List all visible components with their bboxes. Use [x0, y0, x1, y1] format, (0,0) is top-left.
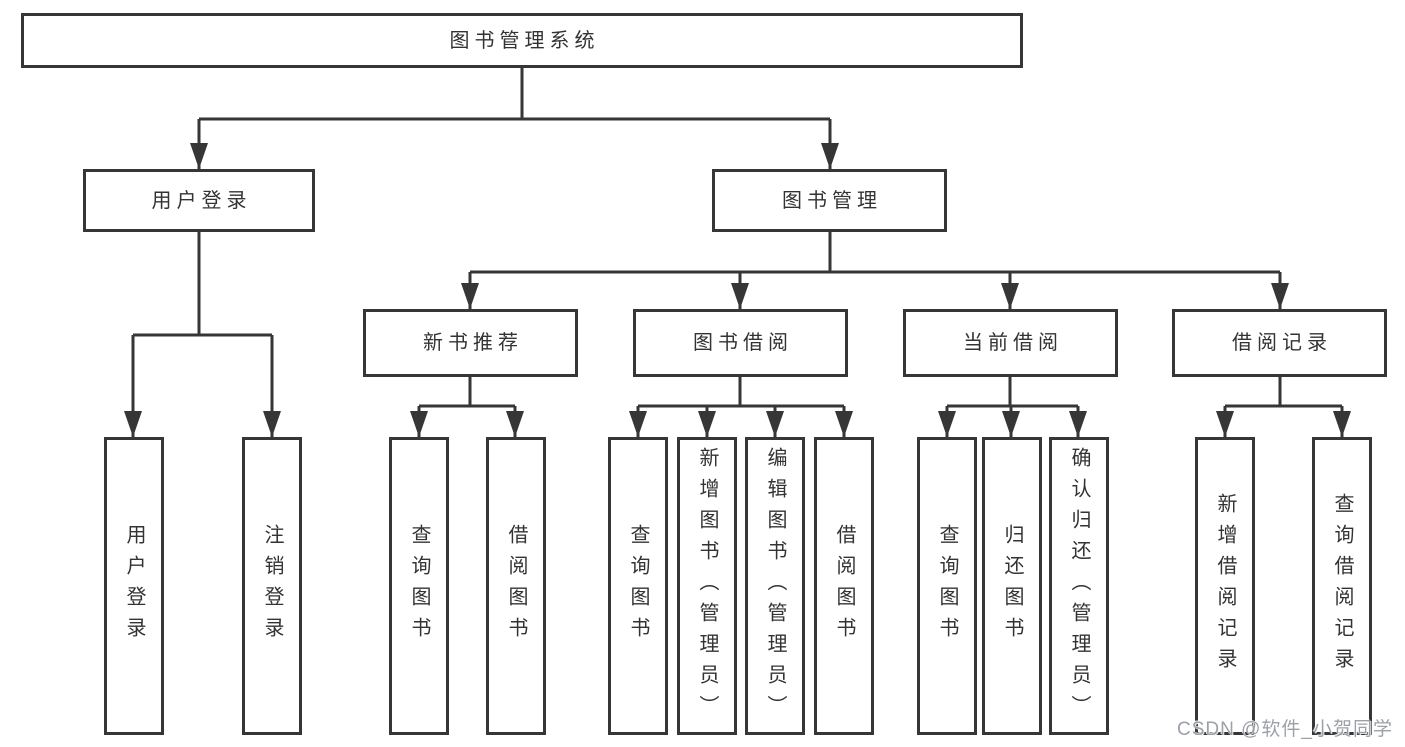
leaf-cb-query-books: 查询图书 — [917, 437, 977, 735]
leaf-cb-return-books-label: 归还图书 — [1001, 524, 1023, 648]
node-book-management: 图书管理 — [712, 169, 947, 232]
arrowhead — [629, 411, 647, 437]
arrowhead — [410, 411, 428, 437]
node-borrow-records: 借阅记录 — [1172, 309, 1387, 377]
arrowhead — [124, 411, 142, 437]
leaf-logout-label: 注销登录 — [261, 524, 283, 648]
arrowhead — [1069, 411, 1087, 437]
leaf-bb-query-books-label: 查询图书 — [627, 524, 649, 648]
leaf-bb-add-books-label: 新增图书（管理员） — [696, 446, 718, 726]
node-new-book-recommend: 新书推荐 — [363, 309, 578, 377]
leaf-rec-query-books-label: 查询图书 — [408, 524, 430, 648]
leaf-user-login-label: 用户登录 — [123, 524, 145, 648]
arrowhead — [263, 411, 281, 437]
leaf-rec-borrow-books: 借阅图书 — [486, 437, 546, 735]
node-root-label: 图书管理系统 — [449, 29, 600, 52]
arrowhead — [698, 411, 716, 437]
node-book-borrow: 图书借阅 — [633, 309, 848, 377]
leaf-logout: 注销登录 — [242, 437, 302, 735]
arrowhead — [938, 411, 956, 437]
leaf-bb-edit-books-label: 编辑图书（管理员） — [764, 446, 786, 726]
node-current-borrow-label: 当前借阅 — [963, 332, 1063, 354]
node-current-borrow: 当前借阅 — [903, 309, 1118, 377]
leaf-bb-query-books: 查询图书 — [608, 437, 668, 735]
arrowhead — [1002, 411, 1020, 437]
arrowhead — [835, 411, 853, 437]
arrowhead — [1271, 283, 1289, 309]
leaf-bb-borrow-books: 借阅图书 — [814, 437, 874, 735]
leaf-cb-confirm-return: 确认归还（管理员） — [1049, 437, 1109, 735]
arrowhead — [190, 143, 208, 169]
node-new-book-recommend-label: 新书推荐 — [423, 332, 523, 354]
node-user-login: 用户登录 — [83, 169, 315, 232]
arrowhead — [461, 283, 479, 309]
node-root: 图书管理系统 — [21, 13, 1023, 68]
leaf-br-query-record: 查询借阅记录 — [1312, 437, 1372, 735]
connector-path — [131, 68, 1344, 437]
node-book-borrow-label: 图书借阅 — [693, 332, 793, 354]
arrowhead — [766, 411, 784, 437]
arrowhead — [1001, 283, 1019, 309]
arrowhead — [506, 411, 524, 437]
arrowhead — [821, 143, 839, 169]
arrowhead — [731, 283, 749, 309]
leaf-cb-return-books: 归还图书 — [982, 437, 1042, 735]
leaf-rec-query-books: 查询图书 — [389, 437, 449, 735]
leaf-br-query-record-label: 查询借阅记录 — [1331, 493, 1353, 679]
leaf-bb-edit-books: 编辑图书（管理员） — [745, 437, 805, 735]
node-user-login-label: 用户登录 — [151, 189, 252, 212]
leaf-cb-query-books-label: 查询图书 — [936, 524, 958, 648]
leaf-cb-confirm-return-label: 确认归还（管理员） — [1068, 446, 1090, 726]
leaf-bb-add-books: 新增图书（管理员） — [677, 437, 737, 735]
node-book-management-label: 图书管理 — [782, 189, 882, 212]
arrowhead — [1333, 411, 1351, 437]
leaf-br-add-record: 新增借阅记录 — [1195, 437, 1255, 735]
leaf-user-login: 用户登录 — [104, 437, 164, 735]
node-borrow-records-label: 借阅记录 — [1232, 332, 1332, 354]
leaf-rec-borrow-books-label: 借阅图书 — [505, 524, 527, 648]
watermark: CSDN @软件_小贺同学 — [1177, 719, 1393, 740]
arrowhead — [1216, 411, 1234, 437]
leaf-br-add-record-label: 新增借阅记录 — [1214, 493, 1236, 679]
leaf-bb-borrow-books-label: 借阅图书 — [833, 524, 855, 648]
